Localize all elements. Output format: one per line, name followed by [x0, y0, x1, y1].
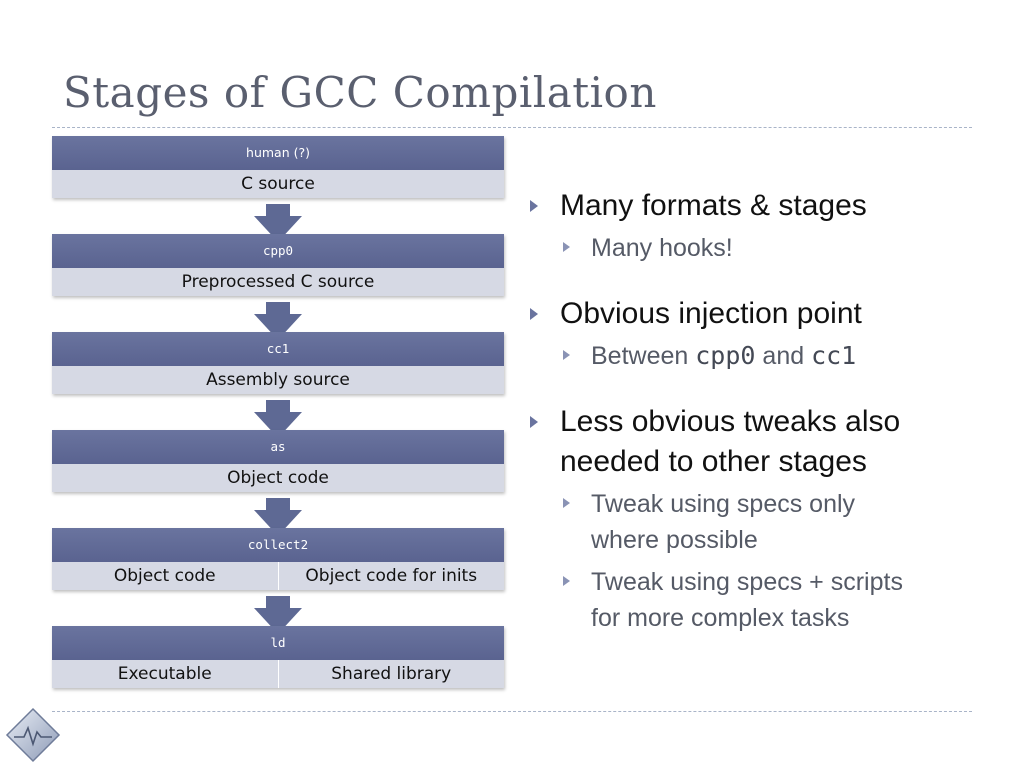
stage-cc1: cc1 Assembly source [52, 332, 504, 394]
triangle-bullet-icon [563, 576, 570, 586]
triangle-bullet-icon [563, 498, 570, 508]
stage-tool-label: ld [52, 626, 504, 660]
stage-output: Executable [117, 664, 212, 684]
sub-bullet-text: and [755, 342, 812, 370]
bullet-item: Obvious injection point [530, 294, 970, 334]
stage-output: Object code [113, 566, 216, 586]
sub-bullet-text-line: for more complex tasks [591, 604, 850, 632]
sub-bullet-text-line: Tweak using specs only [591, 490, 856, 518]
stage-output: Assembly source [206, 370, 350, 390]
stage-outputs: C source [52, 170, 504, 198]
sub-bullet-text-line: where possible [591, 526, 758, 554]
sub-bullet-text-line: Tweak using specs + scripts [591, 568, 903, 596]
code-cpp0: cpp0 [695, 341, 756, 370]
triangle-bullet-icon [563, 350, 570, 360]
stage-outputs: Preprocessed C source [52, 268, 504, 296]
stage-tool-label: human (?) [52, 136, 504, 170]
code-cc1: cc1 [811, 341, 857, 370]
bullet-text-line: needed to other stages [560, 445, 867, 478]
bullet-list: Many formats & stages Many hooks! Obviou… [530, 186, 970, 636]
stage-ld: ld Executable Shared library [52, 626, 504, 688]
sub-bullet-text: Between [591, 342, 696, 370]
stage-outputs: Executable Shared library [52, 660, 504, 688]
waveform-diamond-icon [5, 707, 61, 763]
stage-output: Shared library [277, 660, 505, 688]
stage-tool-label: cpp0 [52, 234, 504, 268]
stage-cpp0: cpp0 Preprocessed C source [52, 234, 504, 296]
stage-outputs: Object code [52, 464, 504, 492]
stage-output: Object code [227, 468, 329, 488]
stage-outputs: Object code Object code for inits [52, 562, 504, 590]
sub-bullet-item: Between cpp0 and cc1 [530, 338, 970, 374]
stage-output: Preprocessed C source [181, 272, 375, 292]
sub-bullet-item: Many hooks! [530, 230, 970, 266]
sub-bullet-item: Tweak using specs only where possible [530, 486, 970, 558]
sub-bullet-text: Many hooks! [591, 234, 733, 262]
bullet-text: Many formats & stages [560, 189, 867, 222]
stage-tool-label: collect2 [52, 528, 504, 562]
bullet-text: Obvious injection point [560, 297, 862, 330]
triangle-bullet-icon [530, 308, 538, 320]
title-divider [52, 127, 972, 128]
stage-output: Object code for inits [277, 562, 505, 590]
slide-title: Stages of GCC Compilation [63, 68, 657, 117]
stage-output: C source [241, 174, 315, 194]
sub-bullet-item: Tweak using specs + scripts for more com… [530, 564, 970, 636]
stage-human: human (?) C source [52, 136, 504, 198]
stage-as: as Object code [52, 430, 504, 492]
bullet-text-line: Less obvious tweaks also [560, 405, 901, 438]
bullet-item: Less obvious tweaks also needed to other… [530, 402, 970, 482]
bullet-item: Many formats & stages [530, 186, 970, 226]
stage-tool-label: cc1 [52, 332, 504, 366]
triangle-bullet-icon [530, 200, 538, 212]
triangle-bullet-icon [563, 242, 570, 252]
triangle-bullet-icon [530, 416, 538, 428]
stage-collect2: collect2 Object code Object code for ini… [52, 528, 504, 590]
stage-tool-label: as [52, 430, 504, 464]
footer-divider [52, 711, 972, 712]
stage-outputs: Assembly source [52, 366, 504, 394]
